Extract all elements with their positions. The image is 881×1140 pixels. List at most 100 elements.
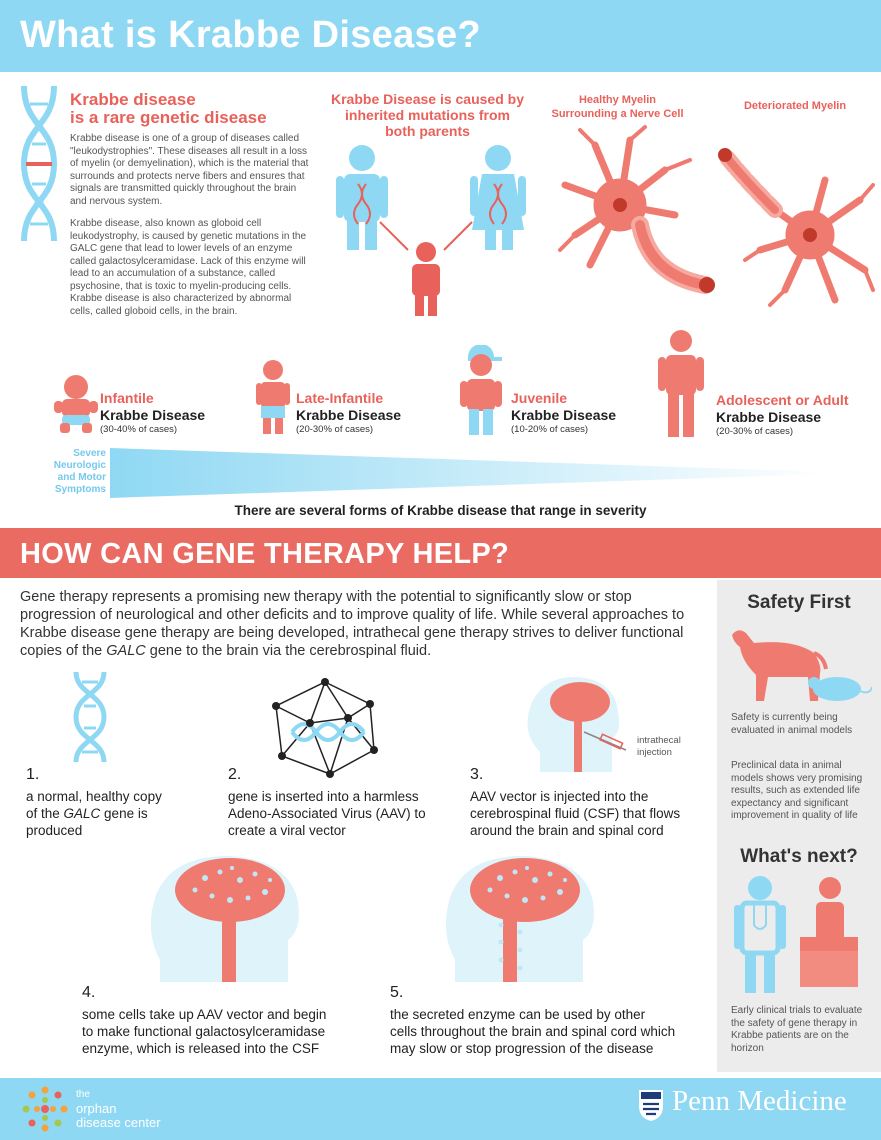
- step-number: 1.: [26, 766, 40, 783]
- step-number: 4.: [82, 984, 96, 1001]
- orphan-logo-line3: disease center: [76, 1115, 161, 1130]
- dna-strand-icon: [73, 672, 107, 762]
- severity-line4: Symptoms: [54, 484, 106, 495]
- step-line: the secreted enzyme can be used by other: [390, 1007, 646, 1022]
- therapy-line3: Krabbe disease gene therapy are being de…: [20, 625, 684, 641]
- intro-heading: Krabbe disease is a rare genetic disease: [70, 91, 267, 127]
- deteriorated-myelin-heading: Deteriorated Myelin: [743, 100, 847, 112]
- step-4: 4. some cells take up AAV vector and beg…: [82, 984, 326, 1057]
- form-sub: Krabbe Disease: [511, 407, 617, 423]
- next-title: What's next?: [740, 846, 858, 867]
- step-line: enzyme, which is released into the CSF: [82, 1041, 320, 1056]
- therapy-line1: Gene therapy represents a promising new …: [20, 589, 632, 605]
- step-line: some cells take up AAV vector and begin: [82, 1007, 327, 1022]
- form-name: Infantile: [100, 390, 154, 406]
- orphan-dots-logo-icon: [22, 1086, 68, 1132]
- injection-label: intrathecal injection: [637, 735, 681, 759]
- step-line: cells throughout the brain and spinal co…: [390, 1024, 676, 1039]
- safety-text2: Preclinical data in animal models shows …: [731, 760, 863, 821]
- step-3: 3. AAV vector is injected into the cereb…: [470, 766, 680, 839]
- form-adult: Adolescent or Adult Krabbe Disease (20-3…: [716, 392, 849, 437]
- step-line-part: of the: [26, 806, 64, 821]
- therapy-line4: copies of the GALC gene to the brain via…: [20, 642, 720, 660]
- orphan-logo-line2: orphan: [76, 1101, 117, 1116]
- intro-heading-line2: is a rare genetic disease: [70, 108, 267, 127]
- aav-virus-icon: [272, 678, 378, 778]
- form-pct: (20-30% of cases): [716, 426, 794, 437]
- healthy-nerve-cell-icon: [558, 125, 715, 294]
- step-line: to make functional galactosylceramidase: [82, 1024, 326, 1039]
- severity-line2: Neurologic: [53, 460, 106, 471]
- child-icon: [256, 360, 290, 434]
- healthy-myelin-line1: Healthy Myelin: [578, 94, 657, 106]
- dog-mouse-icon: [732, 630, 872, 701]
- penn-medicine-logo: Penn Medicine: [672, 1085, 847, 1117]
- page-title: What is Krabbe Disease?: [20, 14, 481, 56]
- step-line: gene is inserted into a harmless: [228, 789, 419, 804]
- severity-label: Severe Neurologic and Motor Symptoms: [30, 448, 106, 496]
- orphan-logo-text: the orphan disease center: [76, 1088, 161, 1130]
- safety-text1: Safety is currently being evaluated in a…: [731, 712, 853, 736]
- form-sub: Krabbe Disease: [716, 409, 822, 425]
- penn-shield-icon: [639, 1090, 663, 1121]
- form-juvenile: Juvenile Krabbe Disease (10-20% of cases…: [511, 390, 616, 435]
- footer-bar: [0, 1078, 881, 1140]
- step-line: may slow or stop progression of the dise…: [390, 1041, 654, 1056]
- brain-cells-icon: [150, 855, 299, 982]
- form-pct: (10-20% of cases): [511, 424, 589, 435]
- step-line: AAV vector is injected into the: [470, 789, 649, 804]
- step-text: a normal, healthy copy of the GALC gene …: [26, 788, 162, 839]
- inherit-heading: Krabbe Disease is caused by inherited mu…: [320, 91, 535, 139]
- injection-line1: intrathecal: [637, 735, 681, 746]
- inherit-line1: Krabbe Disease is caused by: [331, 91, 524, 107]
- dna-icon: [20, 86, 58, 241]
- header-banner: What is Krabbe Disease?: [0, 0, 881, 72]
- deteriorated-nerve-cell-icon: [717, 147, 875, 307]
- form-pct: (30-40% of cases): [100, 424, 178, 435]
- safety-title: Safety First: [747, 592, 851, 613]
- severity-caption: There are several forms of Krabbe diseas…: [234, 503, 647, 518]
- step-line: around the brain and spinal cord: [470, 823, 664, 838]
- step-text: the secreted enzyme can be used by other…: [390, 1006, 675, 1057]
- step-number: 3.: [470, 766, 484, 783]
- intro-para2: Krabbe disease, also known as globoid ce…: [70, 218, 307, 317]
- form-sub: Krabbe Disease: [100, 407, 206, 423]
- juvenile-icon: [460, 345, 502, 435]
- therapy-line4-text: gene to the brain via the cerebrospinal …: [145, 643, 432, 659]
- family-icon: [336, 145, 526, 316]
- severity-line3: and Motor: [57, 472, 106, 483]
- therapy-intro: Gene therapy represents a promising new …: [20, 588, 720, 660]
- adult-icon: [658, 330, 704, 437]
- severity-gradient-wedge: [110, 448, 830, 498]
- step-text: AAV vector is injected into the cerebros…: [470, 788, 680, 839]
- infant-icon: [54, 375, 98, 433]
- form-infantile: Infantile Krabbe Disease (30-40% of case…: [100, 390, 205, 435]
- healthy-myelin-heading: Healthy Myelin Surrounding a Nerve Cell: [535, 93, 700, 121]
- step-5: 5. the secreted enzyme can be used by ot…: [390, 984, 675, 1057]
- next-text: Early clinical trials to evaluate the sa…: [731, 1005, 863, 1054]
- step-number: 2.: [228, 766, 242, 783]
- clinical-trial-icon: [734, 876, 858, 993]
- step-line-part: gene is: [100, 806, 148, 821]
- step-text: gene is inserted into a harmless Adeno-A…: [228, 788, 426, 839]
- galc-italic: GALC: [63, 806, 101, 821]
- form-name: Adolescent or Adult: [716, 392, 849, 408]
- step-1: 1. a normal, healthy copy of the GALC ge…: [26, 766, 162, 839]
- step-line: a normal, healthy copy: [26, 789, 162, 804]
- form-late-infantile: Late-Infantile Krabbe Disease (20-30% of…: [296, 390, 401, 435]
- healthy-myelin-line2: Surrounding a Nerve Cell: [551, 108, 684, 120]
- form-sub: Krabbe Disease: [296, 407, 402, 423]
- galc-italic: GALC: [106, 643, 146, 659]
- therapy-banner: HOW CAN GENE THERAPY HELP?: [0, 528, 881, 578]
- step-number: 5.: [390, 984, 404, 1001]
- orphan-logo-line1: the: [76, 1089, 90, 1100]
- inherit-line3: both parents: [385, 123, 470, 139]
- head-injection-icon: [527, 677, 627, 772]
- step-line: of the GALC gene is: [26, 805, 162, 822]
- step-line: create a viral vector: [228, 823, 346, 838]
- step-line: produced: [26, 823, 83, 838]
- step-line: Adeno-Associated Virus (AAV) to: [228, 806, 426, 821]
- therapy-title: HOW CAN GENE THERAPY HELP?: [20, 538, 510, 570]
- inherit-line2: inherited mutations from: [345, 107, 510, 123]
- brain-enzyme-icon: [445, 855, 594, 982]
